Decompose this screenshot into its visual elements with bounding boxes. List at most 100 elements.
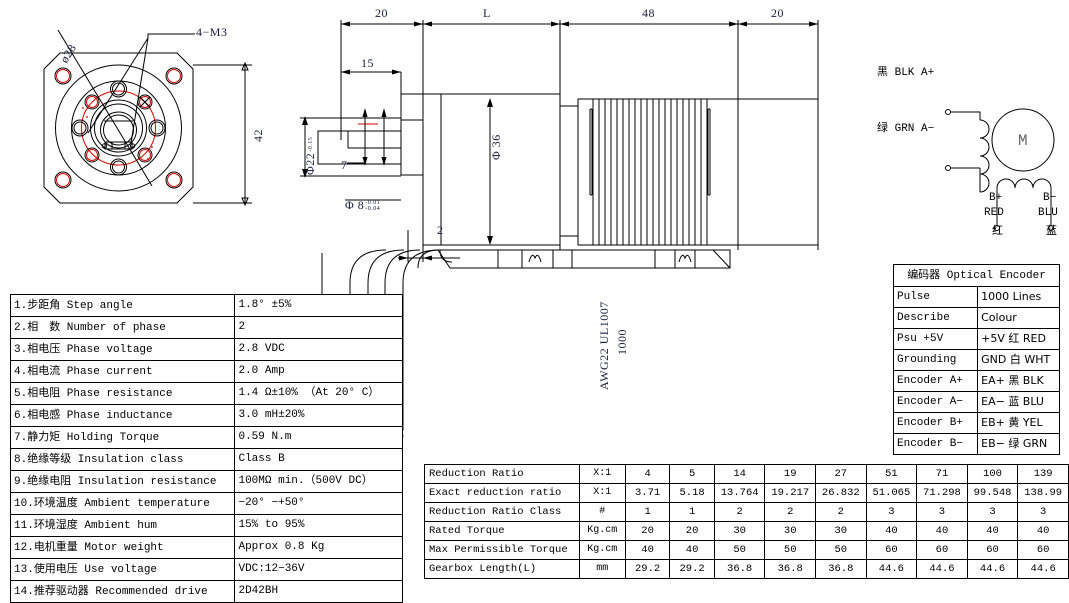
reduction-row-label: Rated Torque bbox=[424, 521, 580, 541]
wiring-b-minus-label: B− bbox=[1043, 192, 1057, 204]
spec-label-cjk: 电机重量 bbox=[33, 540, 78, 553]
spec-row: 10.环境温度 Ambient temperature−20° −+50° bbox=[9, 492, 403, 515]
spec-label-en: Insulation class bbox=[71, 454, 184, 466]
dim-phi8-tol-upper: -0.01 bbox=[365, 199, 381, 206]
spec-row: 12.电机重量 Motor weight Approx 0.8 Kg bbox=[9, 536, 403, 559]
encoder-title-cell: 编码器 Optical Encoder bbox=[893, 264, 1060, 287]
spec-value-cell: 0.59 N.m bbox=[234, 426, 403, 449]
spec-index: 10. bbox=[14, 498, 34, 510]
reduction-row-label: Max Permissible Torque bbox=[424, 540, 580, 560]
motor-symbol-label: M bbox=[1018, 132, 1028, 150]
reduction-value-cell: 36.8 bbox=[713, 559, 766, 579]
reduction-value-cell: 19 bbox=[764, 464, 817, 484]
reduction-value-cell: 99.548 bbox=[966, 483, 1019, 503]
dim-phi22-tolerance: -0.15 bbox=[308, 136, 314, 152]
reduction-value-cell: 30 bbox=[713, 521, 766, 541]
wiring-b-plus-colour: RED bbox=[984, 207, 1004, 219]
encoder-value-cell: EB+ 黄 YEL bbox=[977, 412, 1060, 434]
reduction-value-cell: 2 bbox=[713, 502, 766, 522]
reduction-value-cell: 71 bbox=[916, 464, 968, 484]
reduction-value-cell: 20 bbox=[624, 521, 671, 541]
spec-value-cell: 3.0 mH±20% bbox=[234, 404, 403, 427]
reduction-value-cell: 40 bbox=[865, 521, 918, 541]
spec-index: 7. bbox=[14, 432, 28, 444]
encoder-key-cell: Grounding bbox=[892, 349, 979, 371]
spec-label-cell: 8.绝缘等级 Insulation class bbox=[9, 448, 236, 471]
reduction-value-cell: 60 bbox=[1017, 540, 1069, 560]
reduction-value-cell: 40 bbox=[624, 540, 671, 560]
spec-index: 11. bbox=[14, 520, 34, 532]
encoder-key-cell: Encoder B+ bbox=[892, 412, 979, 434]
encoder-key-cell: Encoder A+ bbox=[892, 370, 979, 392]
spec-label-cell: 1.步距角 Step angle bbox=[9, 294, 236, 317]
wiring-b-plus-label: B+ bbox=[989, 192, 1003, 204]
reduction-value-cell: 44.6 bbox=[966, 559, 1019, 579]
spec-value-cell: 15% to 95% bbox=[234, 514, 403, 537]
spec-value-cell: 100MΩ min.（500V DC） bbox=[234, 470, 403, 493]
spec-label-cell: 10.环境温度 Ambient temperature bbox=[9, 492, 236, 515]
spec-value-cell: 1.8° ±5% bbox=[234, 294, 403, 317]
dim-phi8-label: Φ 8 -0.01 -0.04 bbox=[345, 198, 380, 213]
spec-label-cell: 11.环境湿度 Ambient hum bbox=[9, 514, 236, 537]
spec-value-cell: Approx 0.8 Kg bbox=[234, 536, 403, 559]
reduction-row-label: Gearbox Length(L) bbox=[424, 559, 580, 579]
reduction-value-cell: 3 bbox=[966, 502, 1019, 522]
spec-label-cell: 5.相电阻 Phase resistance bbox=[9, 382, 236, 405]
reduction-value-cell: 5 bbox=[669, 464, 715, 484]
encoder-value-cell: +5V 红 RED bbox=[977, 328, 1060, 350]
spec-label-cjk: 静力矩 bbox=[27, 430, 61, 443]
dim-L-label: L bbox=[483, 6, 491, 20]
encoder-row: Encoder B−EB− 绿 GRN bbox=[892, 433, 1060, 455]
reduction-row-label: Exact reduction ratio bbox=[424, 483, 580, 503]
reduction-value-cell: 44.6 bbox=[916, 559, 968, 579]
spec-index: 3. bbox=[14, 344, 28, 356]
spec-index: 2. bbox=[14, 322, 28, 334]
spec-label-cjk: 步距角 bbox=[27, 298, 61, 311]
reduction-row-unit: Kg.cm bbox=[578, 540, 626, 560]
reduction-row-label: Reduction Ratio Class bbox=[424, 502, 580, 522]
spec-label-en: Motor weight bbox=[77, 542, 164, 554]
spec-value-cell: 2D42BH bbox=[234, 580, 403, 603]
spec-label-cell: 3.相电压 Phase voltage bbox=[9, 338, 236, 361]
spec-label-en: Ambient hum bbox=[77, 520, 158, 532]
reduction-value-cell: 40 bbox=[1017, 521, 1069, 541]
reduction-value-cell: 13.764 bbox=[713, 483, 766, 503]
spec-value-cell: VDC:12−36V bbox=[234, 558, 403, 581]
spec-label-cjk: 相电阻 bbox=[27, 386, 61, 399]
reduction-value-cell: 50 bbox=[713, 540, 766, 560]
dim-20-front-label: 20 bbox=[375, 6, 388, 20]
spec-label-cjk: 使用电压 bbox=[33, 562, 78, 575]
reduction-row-unit: X:1 bbox=[578, 464, 626, 484]
reduction-value-cell: 20 bbox=[669, 521, 715, 541]
reduction-value-cell: 40 bbox=[669, 540, 715, 560]
reduction-value-cell: 30 bbox=[764, 521, 817, 541]
reduction-value-cell: 2 bbox=[764, 502, 817, 522]
reduction-value-cell: 40 bbox=[966, 521, 1019, 541]
encoder-value-cell: Colour bbox=[977, 307, 1060, 329]
reduction-value-cell: 36.8 bbox=[815, 559, 867, 579]
spec-label-cjk: 相电感 bbox=[27, 408, 61, 421]
reduction-value-cell: 4 bbox=[624, 464, 671, 484]
dim-7-label: 7 bbox=[341, 158, 348, 172]
encoder-key-cell: Pulse bbox=[892, 286, 979, 308]
spec-label-en: Use voltage bbox=[77, 564, 158, 576]
dim-phi22-label: Φ22-0.15 bbox=[303, 137, 318, 175]
encoder-title-en: Optical Encoder bbox=[940, 270, 1046, 282]
reduction-value-cell: 51.065 bbox=[865, 483, 918, 503]
spec-index: 12. bbox=[14, 542, 34, 554]
reduction-value-cell: 27 bbox=[815, 464, 867, 484]
spec-label-cell: 6.相电感 Phase inductance bbox=[9, 404, 236, 427]
reduction-value-cell: 138.99 bbox=[1017, 483, 1069, 503]
dim-phi8-value: Φ 8 bbox=[345, 198, 365, 212]
spec-label-cjk: 绝缘等级 bbox=[27, 452, 72, 465]
